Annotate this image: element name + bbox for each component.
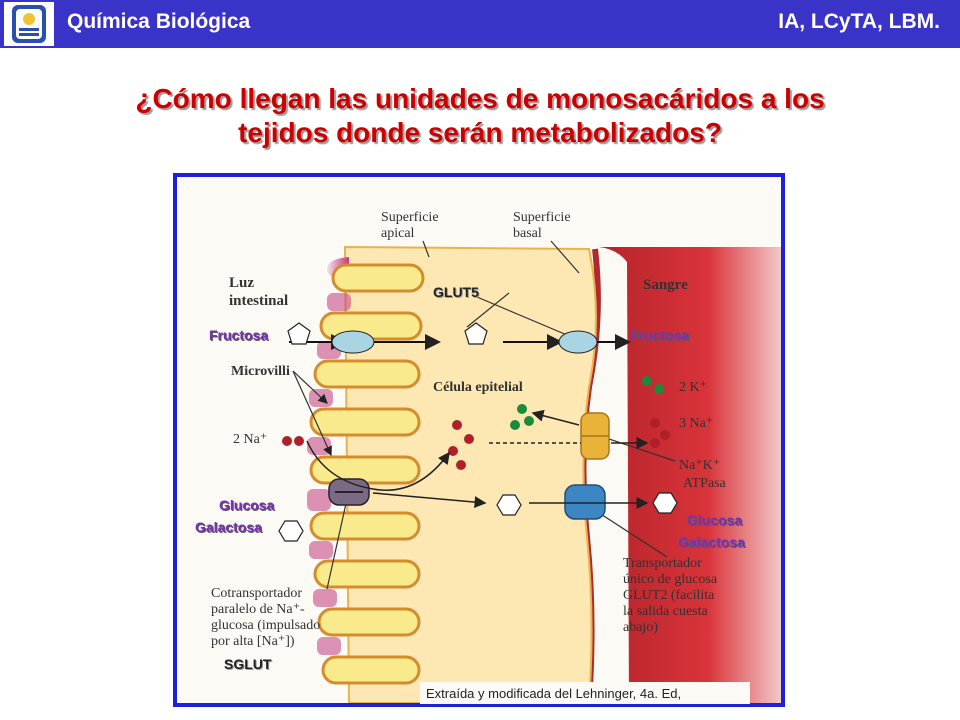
label-3na: 3 Na⁺ (679, 416, 713, 431)
label-2na: 2 Na⁺ (233, 432, 267, 447)
blood-region (599, 247, 781, 703)
label-2k: 2 K⁺ (679, 380, 707, 395)
microvilli (309, 257, 425, 685)
pointer-microvilli-1 (292, 370, 328, 404)
pointer-glut2 (592, 508, 668, 558)
fructose-label-lumen: Fructosa (209, 327, 269, 343)
galactose-label-blood: Galactosa (678, 534, 745, 550)
epithelial-cell-diagram: Superficie apical Superficie basal Luz i… (211, 210, 781, 703)
label-microvilli: Microvilli (231, 364, 290, 379)
credit-background (420, 682, 750, 704)
pointer-basal (550, 240, 580, 274)
na-k-atpase (489, 409, 649, 460)
programs-label: IA, LCyTA, LBM. (778, 10, 940, 33)
label-luz-2: intestinal (229, 293, 288, 309)
label-superficie-basal-2: basal (513, 226, 542, 241)
glut2-transporter (529, 484, 678, 520)
university-logo (4, 2, 54, 46)
slide-title: ¿Cómo llegan las unidades de monosacárid… (40, 82, 920, 150)
label-cotrans-4: por alta [Na⁺]) (211, 634, 295, 649)
label-luz-1: Luz (229, 275, 254, 291)
sglut-cotransporter (278, 440, 522, 542)
title-line-1: ¿Cómo llegan las unidades de monosacárid… (135, 83, 825, 114)
glucose-molecule-lumen (278, 520, 304, 542)
label-transp-2: único de glucosa (623, 572, 718, 587)
label-transp-5: abajo) (623, 620, 658, 635)
fructose-molecule-cell (464, 322, 488, 345)
figure-credit: Extraída y modificada del Lehninger, 4a.… (426, 686, 682, 701)
label-superficie-apical-1: Superficie (381, 210, 439, 225)
label-superficie-apical-2: apical (381, 226, 415, 241)
label-nak-2: ATPasa (683, 476, 727, 491)
glut5-apical-transporter (331, 330, 375, 354)
glut5-pointer-right (476, 296, 568, 336)
sglut-label: SGLUT (224, 656, 272, 672)
label-nak-1: Na⁺K⁺ (679, 458, 720, 473)
label-transp-3: GLUT2 (facilita (623, 588, 715, 603)
pointer-cotransporter (326, 498, 348, 590)
ions (282, 376, 670, 470)
fructose-path (287, 322, 631, 354)
course-name: Química Biológica (67, 10, 251, 33)
figure-frame: Superficie apical Superficie basal Luz i… (173, 173, 785, 707)
glucose-molecule-cell (496, 494, 522, 516)
label-celula-epitelial: Célula epitelial (433, 380, 523, 395)
label-superficie-basal-1: Superficie (513, 210, 571, 225)
label-cotrans-2: paralelo de Na⁺- (211, 602, 305, 617)
glucose-label-lumen: Glucosa (219, 497, 275, 513)
pointer-microvilli-2 (292, 370, 332, 457)
glut5-basal-transporter (558, 330, 598, 354)
label-sangre: Sangre (643, 277, 688, 293)
pointer-atpase (596, 434, 676, 462)
glut5-pointer-left (466, 292, 510, 328)
pointer-apical (422, 240, 430, 258)
title-line-2: tejidos donde serán metabolizados? (238, 117, 722, 148)
slide-header: Química Biológica IA, LCyTA, LBM. (0, 0, 960, 48)
label-cotrans-1: Cotransportador (211, 586, 302, 601)
label-transp-4: la salida cuesta (623, 604, 709, 619)
galactose-label-lumen: Galactosa (195, 519, 262, 535)
glut5-label: GLUT5 (433, 284, 479, 300)
fructose-molecule-lumen (287, 322, 311, 345)
glucose-molecule-blood (652, 492, 678, 514)
glucose-label-blood: Glucosa (687, 512, 743, 528)
logo-emblem (12, 5, 46, 43)
label-cotrans-3: glucosa (impulsado (211, 618, 320, 633)
fructose-label-blood: Fructosa (630, 327, 690, 343)
label-transp-1: Transportador (623, 556, 702, 571)
